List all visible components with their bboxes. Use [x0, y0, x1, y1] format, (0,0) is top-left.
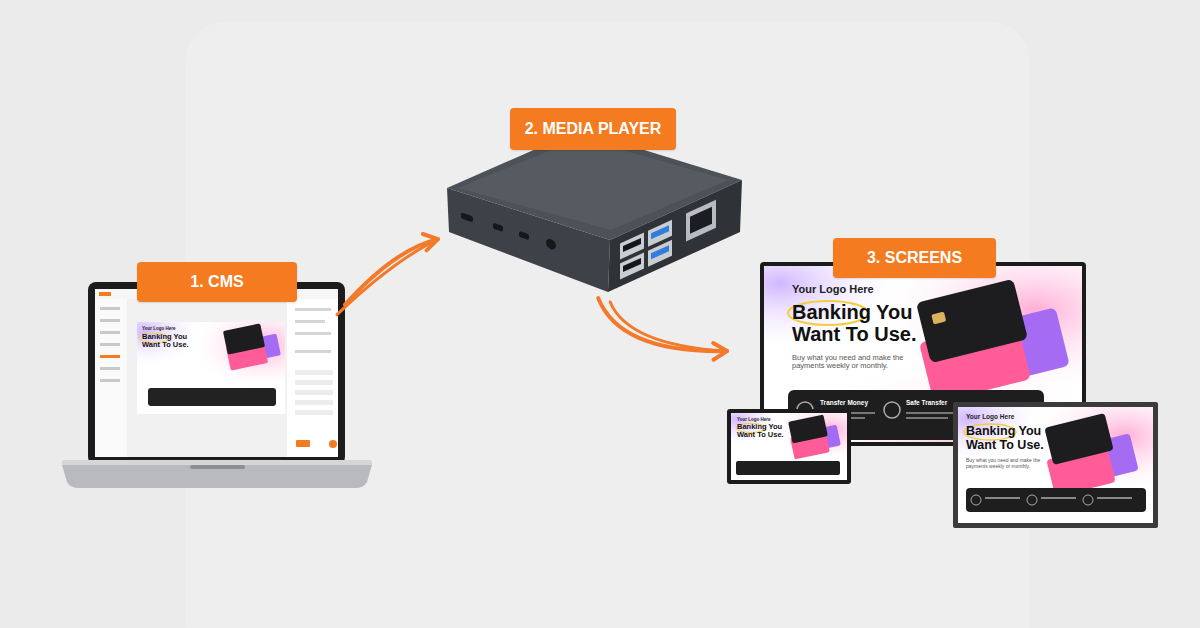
- usb-port: [620, 253, 644, 280]
- usb-port: [648, 240, 672, 267]
- step-group: 3. SCREENS: [727, 238, 1157, 528]
- player-front: [608, 180, 742, 292]
- cms-panel-line: [295, 332, 331, 335]
- arrow-head: [423, 234, 438, 250]
- cms-menu-item: [100, 319, 120, 322]
- text-line: [906, 412, 956, 414]
- cms-button: [329, 440, 337, 448]
- screen-text: Banking You Want To Use.: [792, 301, 937, 346]
- cms-panel-field: [295, 380, 333, 385]
- card-black: [223, 323, 265, 354]
- arrow-stroke: [610, 302, 727, 351]
- usb3-port-slot: [651, 245, 669, 259]
- screen-text: Safe Transfer: [906, 399, 966, 406]
- card-chip: [931, 312, 946, 325]
- flow-arrow: [598, 298, 727, 360]
- text-line: [1097, 497, 1132, 499]
- laptop-notch: [190, 465, 245, 469]
- cms-panel: [290, 299, 338, 457]
- screen-text: Your Logo Here: [966, 413, 1056, 420]
- cms-menu-item: [100, 331, 120, 334]
- arrow-stroke: [337, 239, 438, 315]
- player-side: [447, 188, 610, 292]
- screen-glow: [958, 407, 1153, 523]
- usb-port-slot: [623, 238, 641, 252]
- text-line: [985, 497, 1020, 499]
- cms-banner-bar: [148, 388, 276, 406]
- feature-icon: [1027, 495, 1037, 505]
- feature-icon: [884, 402, 900, 418]
- card-black: [916, 279, 1028, 363]
- background-panel: [185, 22, 1030, 628]
- card-black: [788, 414, 828, 443]
- cms-menu-item: [100, 343, 120, 346]
- usb3-port-slot: [651, 225, 669, 239]
- cms-panel-field: [295, 370, 333, 375]
- step-tag: 3. SCREENS: [833, 238, 996, 278]
- hdmi-port: [493, 223, 503, 232]
- step-tag: 1. CMS: [137, 262, 297, 302]
- monitor-screen: [958, 407, 1153, 523]
- cms-menu-item: [100, 379, 120, 382]
- ethernet-port: [686, 200, 716, 242]
- cms-sidebar: [95, 299, 127, 457]
- arrow-stroke: [598, 298, 727, 351]
- monitor-bezel: [953, 402, 1158, 528]
- cms-button: [296, 440, 310, 447]
- screen-text: Your Logo Here: [792, 283, 922, 295]
- laptop-screen: [95, 289, 338, 457]
- cms-logo: [99, 292, 111, 296]
- cms-canvas: [127, 299, 287, 457]
- laptop-base: [62, 465, 372, 488]
- tablet-bezel: [727, 409, 851, 484]
- flow-arrow: [337, 234, 438, 315]
- cms-banner-glow: [137, 322, 285, 414]
- screen-text: Transfer Money: [820, 399, 890, 406]
- feature-icon: [1083, 495, 1093, 505]
- step-group: 1. CMS: [88, 262, 345, 465]
- laptop-lid: [88, 282, 345, 465]
- audio-port: [546, 238, 556, 251]
- usb-c-port: [461, 212, 473, 222]
- arrow-head: [713, 343, 727, 360]
- cms-menu-item: [100, 367, 120, 370]
- cms-panel-line: [295, 308, 331, 311]
- step-tag: 2. MEDIA PLAYER: [510, 108, 676, 150]
- screen-text: Buy what you need and make the payments …: [792, 354, 920, 371]
- cms-panel-field: [295, 390, 333, 395]
- usb-port-slot: [623, 258, 641, 272]
- step-group: 2. MEDIA PLAYER: [438, 108, 746, 298]
- feature-icon: [971, 495, 981, 505]
- hdmi-port: [519, 231, 529, 240]
- screen-glow: [731, 413, 847, 480]
- cms-panel-field: [295, 400, 333, 405]
- text-line: [906, 417, 948, 419]
- card-black: [1044, 413, 1113, 465]
- cms-panel-line: [295, 320, 325, 323]
- screen-text: Banking You Want To Use.: [737, 423, 789, 440]
- cms-banner: [137, 322, 285, 414]
- screen-text: Your Logo Here: [737, 417, 797, 422]
- cms-panel-line: [295, 350, 331, 353]
- tablet-screen: [731, 413, 847, 480]
- screen-text: Banking You Want To Use.: [966, 424, 1061, 452]
- feature-bar: [966, 488, 1146, 512]
- screen-glow: [731, 413, 847, 480]
- text-line: [1041, 497, 1076, 499]
- cms-menu-item: [100, 355, 120, 358]
- screen-text: Banking You Want To Use.: [142, 333, 194, 350]
- cms-banner-glow: [137, 322, 285, 414]
- feature-bar: [736, 461, 840, 475]
- cms-menu-item: [100, 307, 120, 310]
- screen-glow: [958, 407, 1153, 523]
- ethernet-socket: [690, 207, 712, 234]
- cms-panel-field: [295, 410, 333, 415]
- screen-text: Buy what you need and make the payments …: [966, 458, 1051, 469]
- screen-text: Your Logo Here: [142, 326, 202, 331]
